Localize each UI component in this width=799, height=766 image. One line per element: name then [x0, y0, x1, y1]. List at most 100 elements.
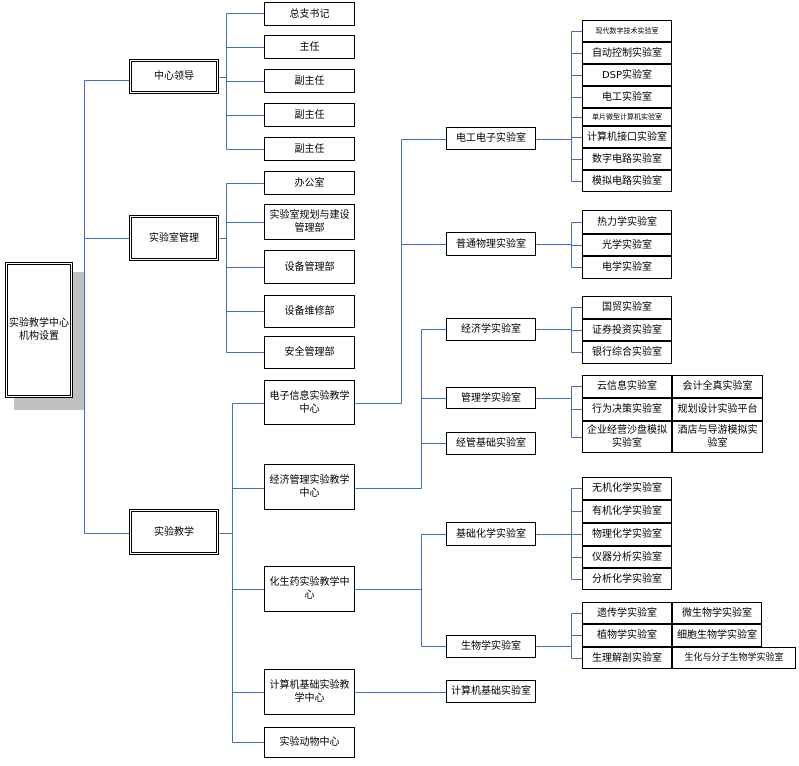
room-label: 生理解剖实验室 — [592, 652, 662, 664]
leadership-item: 副主任 — [264, 103, 355, 127]
room-item: 国贸实验室 — [582, 296, 672, 319]
room-label: 微生物学实验室 — [682, 607, 752, 619]
room-item: 遗传学实验室 — [582, 602, 672, 624]
room-label: 细胞生物学实验室 — [677, 630, 757, 641]
room-item: 光学实验室 — [582, 234, 672, 256]
room-item: 规划设计实验平台 — [672, 398, 763, 421]
room-label: 植物学实验室 — [597, 630, 657, 641]
room-item: 电工实验室 — [582, 86, 672, 108]
room-label: 热力学实验室 — [597, 216, 657, 228]
leadership-item-label: 总支书记 — [289, 8, 330, 20]
room-item: 生化与分子生物学实验室 — [672, 647, 796, 669]
management-item-label: 设备维修部 — [284, 306, 335, 317]
lab-management-node: 实验室管理 — [129, 215, 219, 261]
room-item: 计算机接口实验室 — [582, 126, 672, 148]
room-item: 单片微型计算机实验室 — [582, 108, 672, 126]
room-item: 现代数字技术实验室 — [582, 20, 672, 42]
management-item: 设备管理部 — [264, 250, 355, 284]
room-label: 模拟电路实验室 — [592, 175, 662, 187]
lab-basic-chemistry: 基础化学实验室 — [446, 522, 536, 546]
room-item: 云信息实验室 — [582, 375, 672, 398]
lab-general-physics: 普通物理实验室 — [446, 232, 536, 256]
lab-computer-basic: 计算机基础实验室 — [446, 680, 536, 703]
room-label: DSP实验室 — [601, 69, 653, 81]
room-label: 电工实验室 — [602, 91, 652, 103]
lab-economics: 经济学实验室 — [446, 318, 536, 341]
room-item: 无机化学实验室 — [582, 477, 672, 500]
leadership-item-label: 主任 — [299, 41, 320, 53]
lab-label: 管理学实验室 — [461, 392, 521, 404]
room-item: DSP实验室 — [582, 64, 672, 86]
lab-label: 电工电子实验室 — [456, 133, 526, 144]
management-item: 安全管理部 — [264, 336, 355, 369]
lab-label: 基础化学实验室 — [456, 528, 526, 540]
room-item: 热力学实验室 — [582, 210, 672, 234]
room-item: 分析化学实验室 — [582, 568, 672, 590]
room-label: 证券投资实验室 — [592, 324, 662, 336]
center-label: 实验动物中心 — [279, 737, 340, 748]
room-label: 物理化学实验室 — [592, 529, 662, 540]
room-label: 单片微型计算机实验室 — [592, 112, 662, 121]
room-item: 物理化学实验室 — [582, 523, 672, 546]
room-item: 酒店与导游模拟实验室 — [672, 421, 763, 453]
room-label: 行为决策实验室 — [592, 404, 662, 415]
lab-label: 经济学实验室 — [461, 324, 521, 335]
leadership-item: 副主任 — [264, 137, 355, 161]
room-label: 电学实验室 — [602, 262, 652, 273]
lab-management-label: 实验室管理 — [149, 232, 199, 244]
room-item: 生理解剖实验室 — [582, 647, 672, 669]
room-label: 数字电路实验室 — [592, 153, 662, 165]
root-node: 实验教学中心机构设置 — [5, 262, 73, 398]
teaching-node: 实验教学 — [129, 509, 219, 555]
leadership-label: 中心领导 — [154, 71, 194, 82]
lab-management: 管理学实验室 — [446, 387, 536, 409]
room-label: 会计全真实验室 — [682, 381, 753, 392]
lab-biology: 生物学实验室 — [446, 635, 536, 658]
center-electronic-info: 电子信息实验教学中心 — [264, 380, 355, 425]
room-item: 电学实验室 — [582, 256, 672, 279]
room-label: 计算机接口实验室 — [587, 131, 667, 143]
lab-econ-mgmt-basic: 经管基础实验室 — [446, 432, 536, 455]
room-label: 企业经营沙盘模拟实验室 — [587, 425, 667, 449]
center-chem-bio-pharma: 化生药实验教学中心 — [264, 566, 355, 612]
room-label: 生化与分子生物学实验室 — [684, 652, 784, 663]
center-label: 化生药实验教学中心 — [269, 577, 350, 601]
room-item: 有机化学实验室 — [582, 500, 672, 523]
room-label: 光学实验室 — [602, 239, 652, 251]
room-item: 自动控制实验室 — [582, 42, 672, 64]
lab-label: 生物学实验室 — [461, 641, 521, 652]
room-label: 现代数字技术实验室 — [595, 26, 659, 35]
lab-label: 计算机基础实验室 — [451, 686, 531, 697]
teaching-label: 实验教学 — [154, 526, 194, 538]
management-item: 设备维修部 — [264, 295, 355, 328]
room-item: 行为决策实验室 — [582, 398, 672, 421]
management-item: 实验室规划与建设管理部 — [264, 204, 355, 240]
leadership-item-label: 副主任 — [294, 75, 325, 87]
leadership-item: 总支书记 — [264, 2, 355, 26]
room-item: 证券投资实验室 — [582, 319, 672, 341]
room-label: 酒店与导游模拟实验室 — [677, 425, 758, 449]
center-animal: 实验动物中心 — [264, 727, 355, 758]
room-label: 规划设计实验平台 — [677, 404, 758, 415]
leadership-item: 副主任 — [264, 69, 355, 93]
management-item-label: 安全管理部 — [284, 347, 335, 358]
root-label: 实验教学中心机构设置 — [9, 318, 69, 342]
room-item: 银行综合实验室 — [582, 341, 672, 364]
room-item: 数字电路实验室 — [582, 148, 672, 170]
center-computer-basic: 计算机基础实验教学中心 — [264, 669, 355, 715]
lab-label: 经管基础实验室 — [456, 438, 526, 449]
room-label: 国贸实验室 — [602, 302, 652, 313]
management-item-label: 实验室规划与建设管理部 — [269, 210, 350, 234]
center-label: 经济管理实验教学中心 — [269, 475, 350, 499]
leadership-item: 主任 — [264, 35, 355, 59]
room-label: 云信息实验室 — [597, 381, 657, 392]
room-item: 仪器分析实验室 — [582, 546, 672, 568]
management-item: 办公室 — [264, 171, 355, 195]
leadership-item-label: 副主任 — [294, 109, 325, 121]
room-label: 遗传学实验室 — [597, 607, 657, 619]
room-item: 企业经营沙盘模拟实验室 — [582, 421, 672, 453]
room-label: 分析化学实验室 — [592, 573, 662, 585]
room-label: 银行综合实验室 — [592, 347, 662, 358]
room-item: 会计全真实验室 — [672, 375, 763, 398]
